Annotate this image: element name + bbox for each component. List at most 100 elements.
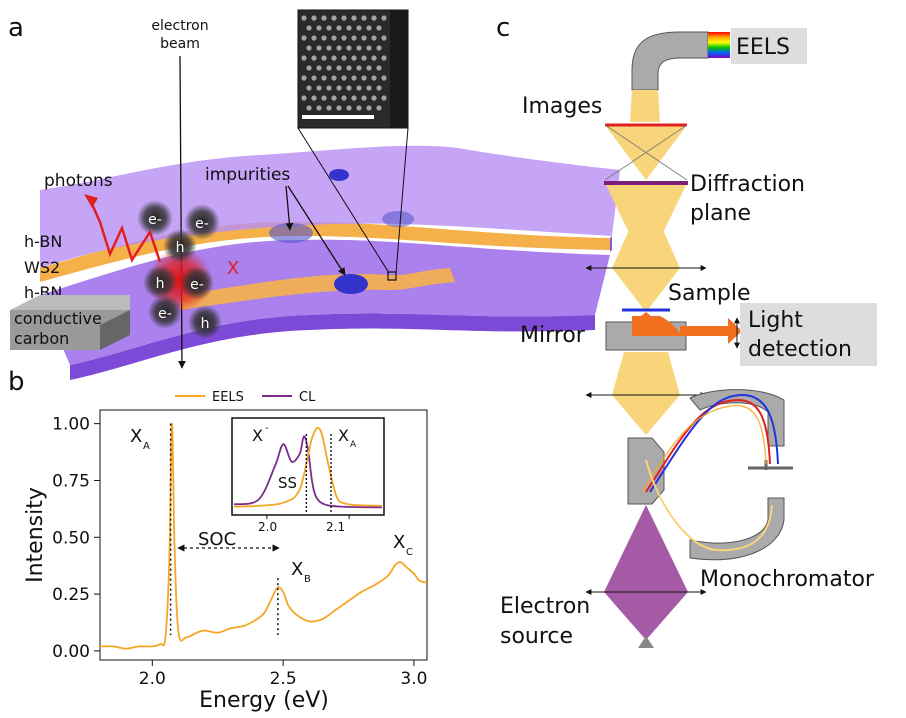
eels-label: EELS	[736, 35, 790, 60]
atom-column	[361, 75, 367, 81]
atom-column	[381, 35, 387, 41]
atom-column	[311, 35, 317, 41]
atom-column	[336, 45, 342, 51]
electron-label: e-	[158, 306, 172, 322]
atom-column	[381, 15, 387, 21]
atom-column	[301, 75, 307, 81]
panel-c: c EELS Light detection	[496, 13, 877, 649]
x-axis-title: Energy (eV)	[199, 688, 329, 713]
zoom-region-box	[387, 271, 397, 281]
inset-label-xa: X	[338, 426, 349, 445]
impurity-dot	[269, 223, 313, 243]
atom-column	[316, 85, 322, 91]
electron-beam-arrow	[178, 55, 186, 369]
atom-column	[341, 35, 347, 41]
light-label: Light	[748, 308, 803, 333]
monochromator-label: Monochromator	[700, 567, 875, 592]
atom-column	[361, 95, 367, 101]
impurity-dot	[382, 211, 414, 227]
electron-gun-tip	[638, 636, 654, 648]
exciton-marker: X	[227, 258, 239, 279]
atom-column	[321, 75, 327, 81]
atom-column	[341, 55, 347, 61]
atom-column	[331, 75, 337, 81]
atom-column	[341, 15, 347, 21]
atom-column	[376, 65, 382, 71]
photon-wave	[90, 203, 162, 263]
atom-column	[321, 95, 327, 101]
atom-column	[336, 25, 342, 31]
electron-label: e-	[190, 277, 204, 293]
atom-column	[321, 55, 327, 61]
peak-label-xb-sub: B	[304, 574, 311, 585]
light-detection-box	[740, 303, 877, 366]
atom-column	[316, 105, 322, 111]
y-tick-label: 0.25	[52, 585, 90, 605]
atom-column	[311, 55, 317, 61]
panel-c-letter: c	[496, 13, 510, 43]
atom-column	[346, 85, 352, 91]
atom-column	[306, 45, 312, 51]
hole-label: h	[156, 276, 165, 292]
inset-label-xminus-sup: -	[265, 423, 269, 434]
electron-label: e-	[148, 212, 162, 228]
y-tick-label: 1.00	[52, 415, 90, 435]
photons-label: photons	[44, 171, 113, 191]
atom-column	[346, 25, 352, 31]
electron-beam-label: electron	[151, 18, 208, 34]
atom-column	[331, 35, 337, 41]
source-diamond	[604, 505, 688, 640]
x-tick-label: 2.0	[139, 669, 166, 689]
atom-column	[351, 15, 357, 21]
atom-column	[326, 25, 332, 31]
atom-column	[361, 15, 367, 21]
inset-frame	[231, 417, 385, 516]
atom-column	[356, 85, 362, 91]
atom-column	[366, 25, 372, 31]
diffraction-label: Diffraction	[690, 172, 805, 197]
impurities-label: impurities	[205, 165, 290, 185]
peak-label-xb: X	[291, 559, 303, 580]
source-label-1: Electron	[500, 594, 590, 619]
mirror-label: Mirror	[520, 323, 586, 348]
atom-column	[326, 65, 332, 71]
legend-eels: EELS	[212, 390, 244, 405]
plane-label: plane	[690, 201, 751, 226]
hole-label: h	[201, 316, 210, 332]
ws2-fold	[180, 268, 455, 310]
atom-column	[351, 35, 357, 41]
atom-column	[301, 15, 307, 21]
impurity-dot	[334, 274, 368, 294]
conductive-label: conductive	[14, 309, 102, 328]
atom-column	[366, 85, 372, 91]
atom-column	[331, 15, 337, 21]
panel-b-letter: b	[8, 367, 25, 397]
stem-atom-lattice	[301, 15, 387, 111]
beam-cone	[612, 395, 680, 435]
panel-a: a impurities electron beam	[8, 9, 620, 380]
electron-label: e-	[195, 216, 209, 232]
atom-column	[356, 65, 362, 71]
atom-column	[366, 45, 372, 51]
legend-cl: CL	[299, 390, 316, 405]
eels-series-line	[99, 422, 428, 650]
electron-beam-label-2: beam	[160, 36, 200, 52]
peak-label-xc-sub: C	[406, 547, 413, 558]
atom-column	[301, 35, 307, 41]
atom-column	[346, 105, 352, 111]
atom-column	[376, 85, 382, 91]
inset-tick-2-0: 2.0	[258, 520, 277, 534]
atom-column	[381, 55, 387, 61]
y-axis-title: Intensity	[23, 487, 48, 583]
atom-column	[336, 65, 342, 71]
layer-label-ws2: WS2	[24, 258, 60, 277]
atom-column	[306, 65, 312, 71]
atom-column	[321, 35, 327, 41]
atom-column	[356, 105, 362, 111]
y-tick-label: 0.50	[52, 528, 90, 548]
atom-column	[326, 105, 332, 111]
carbon-label: carbon	[14, 329, 69, 348]
